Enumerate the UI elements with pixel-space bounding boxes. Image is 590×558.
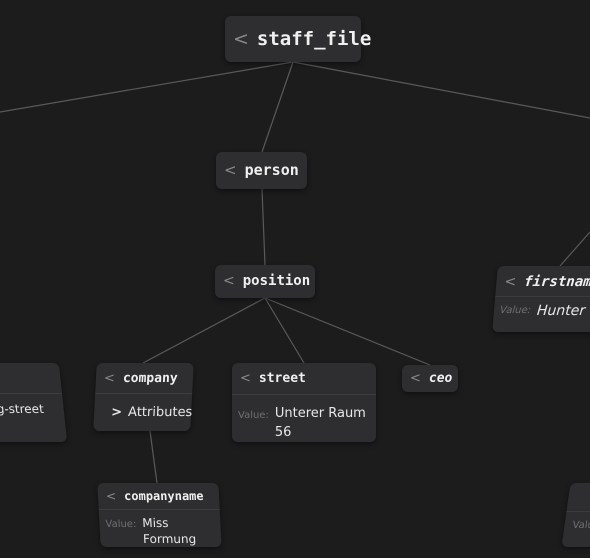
chevron-left-icon[interactable]: <	[503, 274, 517, 290]
node-street[interactable]: < street Value: Unterer Raum 56	[232, 363, 376, 442]
edge-root-person	[261, 61, 294, 153]
node-value-row: Value: Unterer Raum 56	[232, 394, 376, 442]
attributes-toggle[interactable]: > Attributes	[93, 393, 193, 420]
chevron-left-icon[interactable]: <	[410, 371, 421, 386]
node-title: position	[242, 273, 311, 289]
node-position[interactable]: < position	[215, 265, 315, 298]
edge-company-companyname	[149, 430, 158, 484]
edge-right-firstname	[559, 231, 590, 267]
edge-root-left	[0, 61, 294, 113]
node-title: companyname	[123, 489, 204, 503]
node-value: g-street	[0, 402, 45, 416]
node-person[interactable]: < person	[216, 152, 307, 189]
node-title: staff_file	[256, 28, 372, 50]
chevron-left-icon[interactable]: <	[103, 371, 116, 386]
node-staff-file[interactable]: < staff_file	[225, 16, 371, 62]
chevron-left-icon[interactable]: <	[223, 273, 235, 289]
node-companyname[interactable]: < companyname Value: Miss Formung	[97, 483, 222, 547]
chevron-right-icon: >	[110, 405, 123, 420]
node-title: company	[122, 371, 179, 386]
node-company[interactable]: < company > Attributes	[93, 363, 194, 431]
node-value-row: Value:	[563, 511, 590, 531]
chevron-left-icon[interactable]: <	[224, 161, 237, 179]
node-left-partial[interactable]: g-street	[0, 363, 68, 442]
value-label: Value:	[571, 520, 590, 531]
node-value-row: g-street	[0, 393, 65, 416]
value-label: Value:	[499, 305, 532, 316]
value-label: Value:	[105, 519, 137, 530]
edge-position-street	[264, 297, 305, 364]
node-title: firstname	[523, 274, 590, 290]
node-value-row: Value: Miss Formung	[98, 509, 222, 547]
node-value: Unterer Raum 56	[274, 406, 366, 440]
node-firstname[interactable]: < firstname Value: Hunter	[492, 266, 590, 332]
edge-position-company	[142, 297, 266, 364]
node-value-row: Value: Hunter	[493, 296, 590, 319]
edge-person-position	[261, 188, 266, 266]
chevron-left-icon[interactable]: <	[240, 371, 251, 386]
value-label: Value:	[238, 410, 269, 421]
node-title: street	[258, 371, 306, 386]
edge-root-right	[292, 61, 590, 119]
edge-position-ceo	[264, 297, 431, 366]
attributes-label: Attributes	[127, 405, 193, 420]
chevron-left-icon[interactable]: <	[233, 28, 249, 50]
node-title: person	[244, 161, 299, 179]
node-ceo[interactable]: < ceo	[402, 365, 458, 392]
chevron-left-icon[interactable]: <	[105, 489, 117, 503]
node-value: Hunter	[536, 303, 586, 319]
node-value: Miss Formung	[141, 516, 197, 546]
node-title: ceo	[428, 371, 453, 386]
